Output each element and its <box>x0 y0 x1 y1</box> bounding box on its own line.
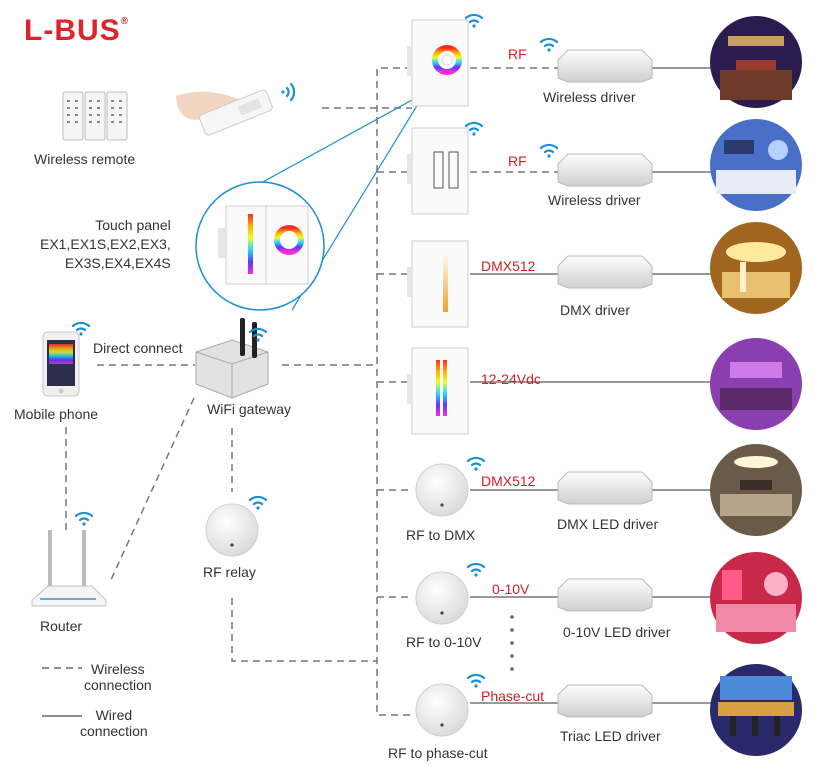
remote-control <box>106 91 128 141</box>
wifi-gateway-device <box>195 318 269 399</box>
driver-unit <box>557 471 653 505</box>
hand-with-remote <box>176 89 273 136</box>
dotted-separator <box>510 615 514 671</box>
signal-label: 12-24Vdc <box>481 371 541 387</box>
brand-registered-mark: ® <box>120 16 130 27</box>
driver-unit <box>557 49 653 83</box>
remote-control <box>62 91 84 141</box>
signal-label: Phase-cut <box>481 688 545 704</box>
photo-pink-spa <box>710 552 802 644</box>
signal-label: RF <box>508 153 527 169</box>
converter-label: RF to phase-cut <box>388 745 488 761</box>
label-rf-relay: RF relay <box>203 564 256 580</box>
driver-label: Triac LED driver <box>560 728 661 744</box>
touch-panel-zoom <box>195 181 325 311</box>
converter-label: RF to 0-10V <box>406 634 482 650</box>
label-touch-panel: Touch panel EX1,EX1S,EX2,EX3, EX3S,EX4,E… <box>40 217 171 271</box>
photo-bar <box>710 664 802 756</box>
router-device <box>31 530 107 607</box>
rf-to-dmx-device <box>415 463 469 517</box>
brand-name: L-BUS <box>24 14 121 47</box>
wifi-icon <box>248 327 268 342</box>
wifi-icon <box>464 121 484 136</box>
wifi-icons <box>71 13 559 688</box>
connection-lines <box>65 67 712 716</box>
driver-unit <box>557 578 653 612</box>
driver-label: Wireless driver <box>543 89 636 105</box>
wifi-icon <box>71 321 91 336</box>
signal-label: DMX512 <box>481 473 536 489</box>
driver-label: Wireless driver <box>548 192 641 208</box>
signal-label: DMX512 <box>481 258 536 274</box>
label-wireless-remote: Wireless remote <box>34 151 136 167</box>
touch-panel-rgbw <box>407 347 469 435</box>
rf-to-phase-cut-device <box>415 683 469 737</box>
driver-unit <box>557 153 653 187</box>
wifi-icon <box>248 495 268 510</box>
wifi-icon <box>539 37 559 52</box>
signal-label: RF <box>508 46 527 62</box>
driver-unit <box>557 684 653 718</box>
driver-label: DMX LED driver <box>557 516 659 532</box>
label-wifi-gateway: WiFi gateway <box>207 401 292 417</box>
label-mobile-phone: Mobile phone <box>14 406 99 422</box>
photo-hotel-lobby <box>710 222 802 314</box>
wifi-icon <box>281 82 296 102</box>
wifi-icon <box>539 143 559 158</box>
legend-wired-label: Wired connection <box>80 707 148 739</box>
touch-panel-rgb <box>407 19 469 107</box>
room-photos <box>710 16 802 756</box>
mobile-phone-device <box>42 331 80 397</box>
touch-panel-dmx <box>407 240 469 328</box>
photo-lounge <box>710 119 802 211</box>
driver-unit <box>557 255 653 289</box>
rf-relay-device <box>205 503 259 557</box>
wifi-icon <box>466 673 486 688</box>
legend-samples <box>42 667 82 717</box>
label-router: Router <box>40 618 83 634</box>
wifi-icon <box>466 456 486 471</box>
photo-purple-bedroom <box>710 338 802 430</box>
wifi-icon <box>464 13 484 28</box>
wired-connections <box>470 67 712 704</box>
signal-label: 0-10V <box>492 581 530 597</box>
photo-living-room <box>710 444 802 536</box>
rf-to-0-10v-device <box>415 571 469 625</box>
remote-control <box>84 91 106 141</box>
driver-label: DMX driver <box>560 302 631 318</box>
label-direct-connect: Direct connect <box>93 340 183 356</box>
converter-label: RF to DMX <box>406 527 476 543</box>
legend-wireless-label: Wireless connection <box>84 661 152 693</box>
wireless-remotes <box>62 91 128 141</box>
driver-units <box>557 49 653 718</box>
wireless-connections <box>65 67 558 716</box>
wifi-icon <box>74 511 94 526</box>
wifi-icon <box>466 562 486 577</box>
brand-logo: L-BUS® <box>24 14 129 48</box>
photo-home-theater <box>710 16 802 108</box>
touch-panel-dimmer <box>407 127 469 215</box>
driver-label: 0-10V LED driver <box>563 624 671 640</box>
